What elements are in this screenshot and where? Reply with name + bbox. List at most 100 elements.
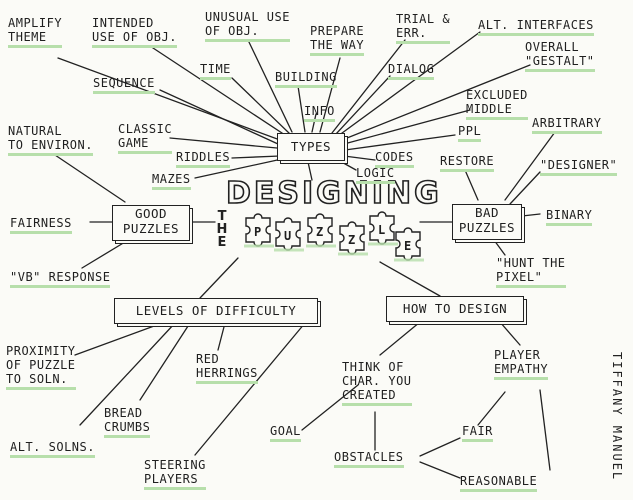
label-restore: RESTORE bbox=[440, 154, 495, 172]
central-title: DESIGNING bbox=[225, 175, 442, 212]
connector-alt-interfaces bbox=[337, 31, 481, 137]
connector-info bbox=[311, 113, 317, 133]
label-time: TIME bbox=[200, 62, 231, 80]
connector-arbitrary bbox=[504, 131, 556, 201]
label-amplify-theme: AMPLIFY THEME bbox=[8, 16, 63, 48]
puzzle-letter-e: E bbox=[404, 239, 412, 253]
label-dialog: DIALOG bbox=[388, 62, 435, 80]
label-mazes: MAZES bbox=[152, 172, 191, 190]
label-trial-err: TRIAL & ERR. bbox=[396, 12, 451, 44]
connector-empathy bbox=[499, 321, 521, 346]
connector-steering bbox=[194, 322, 306, 456]
label-binary: BINARY bbox=[546, 208, 593, 226]
bad-puzzles-box: BAD PUZZLES bbox=[452, 204, 522, 240]
puzzle-piece-2 bbox=[275, 217, 301, 251]
the-letter-h: H bbox=[216, 222, 228, 237]
connector-dialog bbox=[335, 75, 391, 135]
puzzle-piece-6 bbox=[395, 227, 421, 261]
connector-building bbox=[297, 85, 306, 133]
label-alt-solns: ALT. SOLNS. bbox=[10, 440, 95, 458]
puzzle-letter-z1: Z bbox=[316, 225, 324, 239]
puzzle-letter-l: L bbox=[378, 223, 386, 237]
connector-mazes bbox=[194, 158, 283, 179]
label-arbitrary: ARBITRARY bbox=[532, 116, 602, 134]
puzzle-piece-5 bbox=[369, 211, 395, 245]
label-classic-game: CLASSIC GAME bbox=[118, 122, 173, 154]
label-unusual-use: UNUSUAL USE OF OBJ. bbox=[205, 10, 290, 42]
levels-of-difficulty-box: LEVELS OF DIFFICULTY bbox=[114, 298, 318, 324]
connector-obstacles-reasonable bbox=[419, 461, 461, 479]
connector-ppl bbox=[344, 134, 456, 151]
label-hunt-the-pixel: "HUNT THE PIXEL" bbox=[496, 256, 566, 288]
puzzle-piece-3 bbox=[307, 213, 333, 247]
label-sequence: SEQUENCE bbox=[93, 76, 155, 94]
connector-types-center bbox=[307, 161, 313, 181]
connector-proximity bbox=[74, 321, 166, 356]
label-prepare-the-way: PREPARE THE WAY bbox=[310, 24, 365, 56]
label-reasonable: REASONABLE bbox=[460, 474, 538, 492]
label-fair: FAIR bbox=[462, 424, 493, 442]
connector-classic bbox=[169, 137, 278, 149]
the-letter-t: T bbox=[217, 209, 227, 224]
connector-trial bbox=[331, 39, 406, 134]
connector-time bbox=[231, 77, 291, 135]
artist-signature: TIFFANY MANUEL bbox=[610, 352, 624, 482]
connector-obstacles-fair bbox=[419, 437, 461, 457]
label-goal: GOAL bbox=[270, 424, 301, 442]
connector-empathy-reasonable bbox=[539, 389, 551, 471]
connector-riddles bbox=[231, 155, 281, 159]
connector-logic bbox=[337, 159, 357, 171]
label-think-of-char: THINK OF CHAR. YOU CREATED bbox=[342, 360, 412, 406]
connector-think-goal bbox=[301, 384, 359, 431]
label-red-herrings: RED HERRINGS bbox=[196, 352, 258, 384]
connector-designer bbox=[509, 171, 541, 205]
connector-restore bbox=[464, 169, 479, 201]
connector-hunt bbox=[493, 239, 506, 256]
label-logic: LOGIC bbox=[356, 166, 395, 184]
puzzle-piece-4 bbox=[339, 221, 365, 255]
puzzle-letter-p: P bbox=[254, 225, 262, 239]
label-building: BUILDING bbox=[275, 70, 337, 88]
connector-red bbox=[217, 322, 226, 351]
label-fairness: FAIRNESS bbox=[10, 216, 72, 234]
label-intended-use: INTENDED USE OF OBJ. bbox=[92, 16, 177, 48]
label-ppl: PPL bbox=[458, 124, 482, 142]
label-bread-crumbs: BREAD CRUMBS bbox=[104, 406, 151, 438]
label-steering-players: STEERING PLAYERS bbox=[144, 458, 206, 490]
connector-levels-center bbox=[199, 257, 239, 299]
connector-excluded bbox=[343, 109, 471, 145]
label-player-empathy: PLAYER EMPATHY bbox=[494, 348, 549, 380]
connector-codes bbox=[343, 155, 376, 161]
puzzle-piece-1 bbox=[245, 213, 271, 247]
how-to-design-box: HOW TO DESIGN bbox=[386, 296, 524, 322]
connector-gestalt bbox=[341, 64, 531, 141]
types-box: TYPES bbox=[277, 133, 345, 161]
connector-how-center bbox=[379, 261, 441, 297]
connector-bread bbox=[139, 322, 191, 401]
label-designer: "DESIGNER" bbox=[540, 158, 618, 176]
puzzle-letter-z2: Z bbox=[348, 233, 356, 247]
label-vb-response: "VB" RESPONSE bbox=[10, 270, 111, 288]
connector-think bbox=[379, 321, 421, 356]
good-puzzles-box: GOOD PUZZLES bbox=[112, 205, 190, 241]
label-riddles: RIDDLES bbox=[176, 150, 231, 168]
label-alt-interfaces: ALT. INTERFACES bbox=[478, 18, 594, 36]
label-codes: CODES bbox=[375, 150, 414, 168]
label-obstacles: OBSTACLES bbox=[334, 450, 404, 468]
connector-unusual bbox=[247, 39, 293, 133]
connector-sequence bbox=[159, 89, 279, 145]
connector-vb bbox=[81, 241, 126, 269]
connector-binary bbox=[521, 213, 541, 217]
connector-amplify bbox=[57, 57, 281, 141]
connector-natural bbox=[54, 154, 126, 203]
label-excluded-middle: EXCLUDED MIDDLE bbox=[466, 88, 528, 120]
label-proximity: PROXIMITY OF PUZZLE TO SOLN. bbox=[6, 344, 76, 390]
label-natural-to-environ: NATURAL TO ENVIRON. bbox=[8, 124, 93, 156]
connector-intended bbox=[149, 45, 286, 136]
the-letter-e: E bbox=[217, 235, 227, 250]
label-overall-gestalt: OVERALL "GESTALT" bbox=[525, 40, 595, 72]
connector-alt-solns bbox=[79, 322, 176, 426]
connector-empathy-fair bbox=[477, 391, 506, 426]
